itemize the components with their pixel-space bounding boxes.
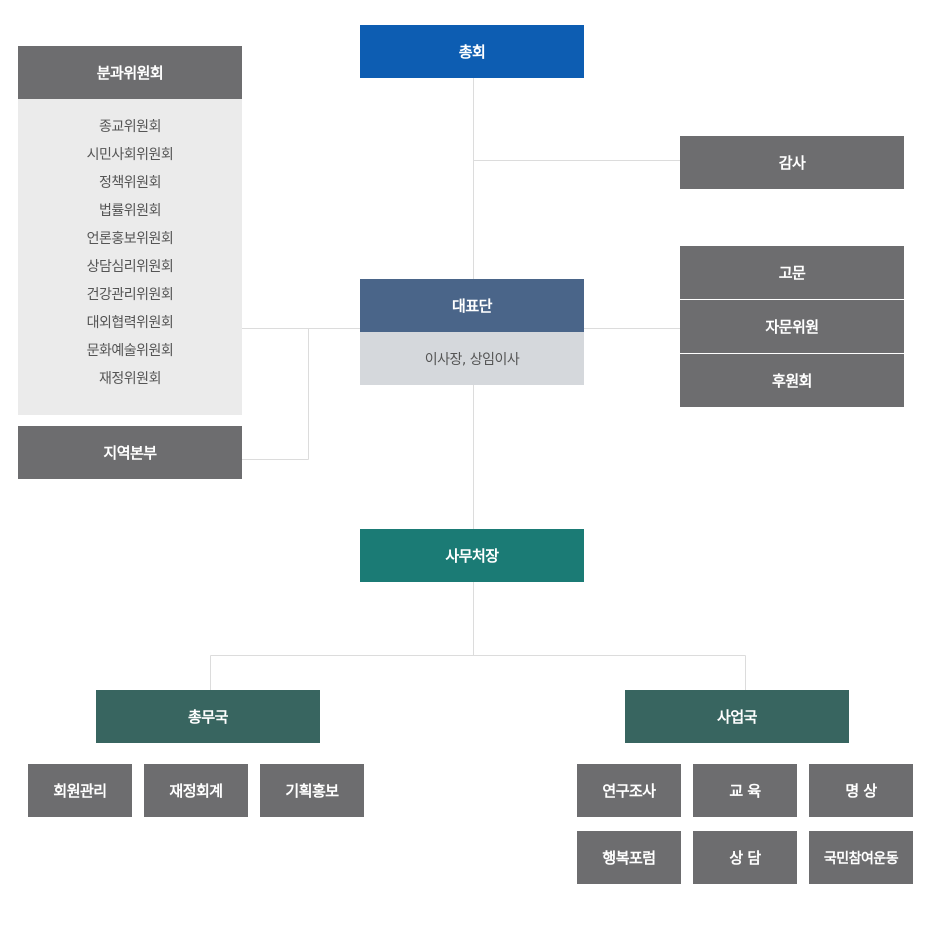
committee-item: 정책위원회 [99,175,161,191]
team-counseling: 상 담 [693,831,797,884]
team-planning-pr: 기획홍보 [260,764,364,817]
team-civic-participation: 국민참여운동 [809,831,913,884]
committee-item: 재정위원회 [99,371,161,387]
node-general-assembly: 총회 [360,25,584,78]
node-advisor: 고문 [680,246,904,299]
committee-item: 건강관리위원회 [86,287,174,303]
node-secretary-general: 사무처장 [360,529,584,582]
team-research: 연구조사 [577,764,681,817]
team-finance-accounting: 재정회계 [144,764,248,817]
team-happiness-forum: 행복포럼 [577,831,681,884]
committee-item: 대외협력위원회 [86,315,174,331]
node-general-affairs: 총무국 [96,690,320,743]
committee-item: 종교위원회 [99,119,161,135]
committee-item: 법률위원회 [99,203,161,219]
node-leadership-members: 이사장, 상임이사 [360,332,584,385]
team-member-management: 회원관리 [28,764,132,817]
team-meditation: 명 상 [809,764,913,817]
committee-item: 상담심리위원회 [86,259,174,275]
team-education: 교 육 [693,764,797,817]
committees-list: 종교위원회 시민사회위원회 정책위원회 법률위원회 언론홍보위원회 상담심리위원… [18,99,242,415]
node-advisory-member: 자문위원 [680,300,904,353]
committee-item: 언론홍보위원회 [86,231,174,247]
node-business: 사업국 [625,690,849,743]
committee-item: 시민사회위원회 [86,147,174,163]
committee-item: 문화예술위원회 [86,343,174,359]
node-regional-headquarters: 지역본부 [18,426,242,479]
committees-header: 분과위원회 [18,46,242,99]
node-leadership: 대표단 [360,279,584,332]
node-supporters: 후원회 [680,354,904,407]
node-audit: 감사 [680,136,904,189]
